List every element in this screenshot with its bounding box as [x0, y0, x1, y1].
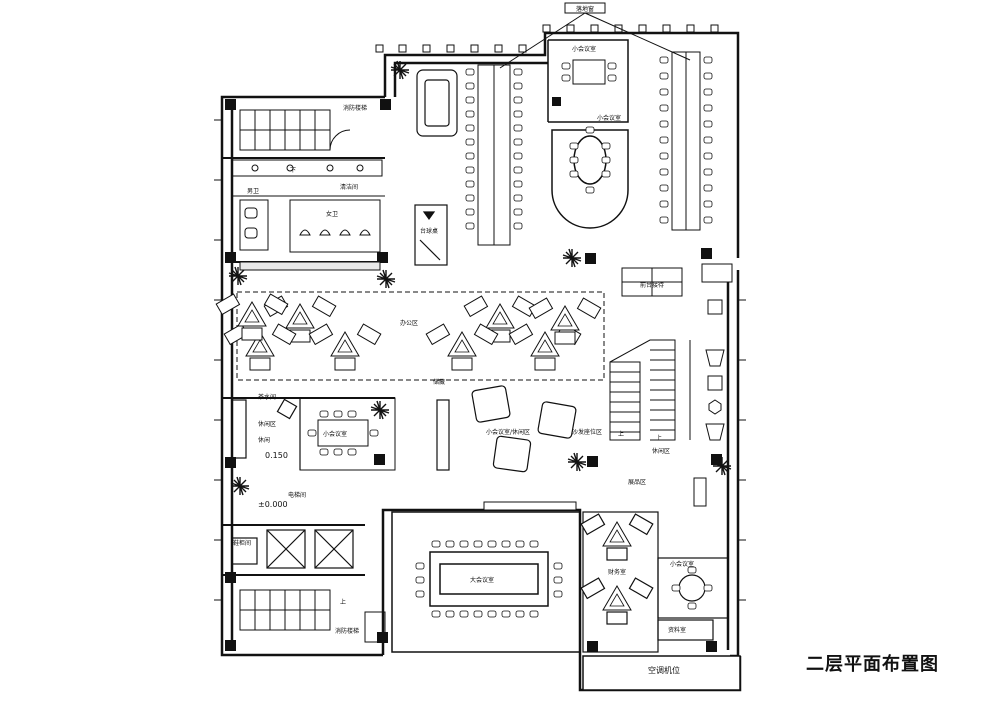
label-up-stair-right: 上	[656, 434, 662, 442]
lounge-chairs-mid	[436, 385, 577, 473]
fire-stair-top	[222, 109, 385, 159]
main-stair	[609, 339, 691, 441]
label-big-meeting: 大会议室	[470, 576, 494, 584]
label-ac-unit: 空调机位	[648, 665, 680, 675]
right-lounge-chairs	[705, 299, 725, 441]
fire-stair-bottom	[239, 589, 386, 643]
plant-icon	[230, 476, 250, 496]
structural-columns	[225, 97, 722, 652]
label-tea-room: 茶水间	[258, 393, 276, 401]
ac-unit-bay	[582, 655, 741, 691]
label-pantry: 休闲区	[258, 420, 276, 428]
drawing-title: 二层平面布置图	[806, 654, 939, 675]
left-window-ticks	[214, 119, 746, 601]
finance-office	[580, 511, 659, 653]
label-elevator: 电梯间	[288, 491, 306, 499]
glass-wall-leader	[499, 2, 691, 69]
label-pool-table: 台球桌	[420, 227, 438, 235]
small-meeting-br	[657, 557, 729, 641]
label-meeting-small-br: 小会议室	[670, 560, 694, 568]
label-pantry-right: 休闲区	[652, 447, 670, 455]
label-male-wc: 男卫	[247, 188, 259, 195]
label-archive: 资料室	[668, 626, 686, 634]
label-meeting-small-mid: 小会议室	[323, 430, 347, 438]
restroom-block	[231, 159, 385, 271]
label-reception: 前台接待	[640, 281, 664, 289]
pool-table	[414, 204, 448, 266]
label-meeting-small-2: 小会议室	[597, 114, 621, 122]
plant-icon	[370, 400, 390, 420]
plant-icon	[376, 269, 396, 289]
plant-icon	[567, 452, 587, 472]
label-sofa-area: 沙发座位区	[572, 428, 602, 436]
label-up-stair-bottom: 上	[340, 598, 346, 606]
meeting-room-top	[547, 39, 629, 123]
label-elevation: ±0.000	[258, 500, 288, 509]
right-desk-rows	[671, 51, 701, 231]
small-meeting-mid	[299, 397, 396, 471]
label-display: 展品区	[628, 479, 646, 486]
big-meeting-room	[391, 511, 581, 653]
label-storage: 储藏	[433, 378, 445, 386]
label-down-stair: 下	[290, 167, 296, 174]
label-glass-wall: 落地窗	[576, 5, 594, 13]
meeting-table-top	[561, 59, 617, 85]
label-office-area: 办公区	[400, 319, 418, 327]
label-fire-stair-bottom: 消防楼梯	[335, 627, 359, 635]
plant-icon	[562, 248, 582, 268]
top-window-mullions	[375, 24, 719, 53]
top-desk-rows	[477, 64, 511, 246]
label-level: 0.150	[265, 451, 288, 460]
display-counter	[701, 263, 733, 283]
display-cabinet	[693, 477, 707, 507]
elevator-bank	[222, 524, 365, 576]
lounge-sofa	[416, 69, 458, 137]
meeting-room-oval	[551, 129, 629, 229]
label-finance: 财务室	[608, 568, 626, 576]
label-leisure: 休闲	[258, 436, 270, 444]
reception-desk	[621, 267, 683, 297]
room-labels: 落地窗 小会议室 小会议室 消防楼梯 男卫 女卫 清洁间 台球桌 办公区 前台接…	[233, 5, 694, 635]
window-bench	[483, 501, 577, 511]
workstation-clusters	[215, 293, 602, 371]
label-up-stair: 上	[618, 430, 624, 438]
label-female-wc: 女卫	[326, 210, 338, 218]
label-shoe-room: 鞋柜间	[233, 539, 251, 547]
label-janitor: 清洁间	[340, 183, 358, 191]
label-fire-stair-top: 消防楼梯	[343, 104, 367, 112]
label-meeting-small-top: 小会议室	[572, 45, 596, 53]
label-meeting-leisure: 小会议室/休闲区	[486, 428, 530, 436]
